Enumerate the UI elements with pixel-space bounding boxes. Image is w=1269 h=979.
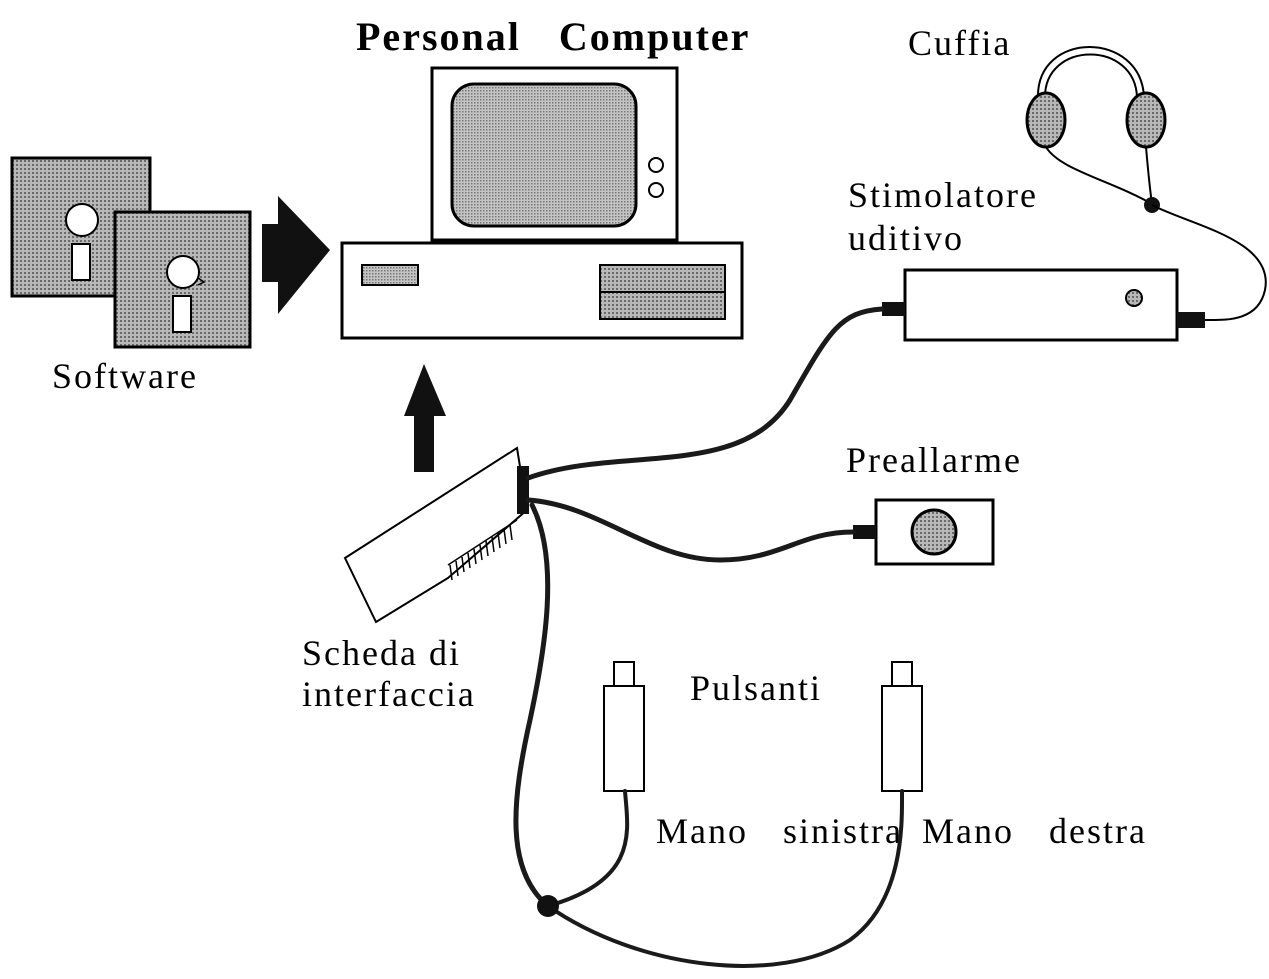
preallarme-label: Preallarme — [846, 440, 1022, 480]
interface-card-icon — [343, 446, 529, 624]
computer-case-icon — [340, 241, 744, 340]
title-label: Personal Computer — [356, 14, 750, 59]
mano-sinistra-label: Mano sinistra — [656, 811, 903, 851]
left-push-button-icon — [603, 661, 645, 792]
mano-destra-label: Mano destra — [922, 811, 1147, 851]
button-cable — [546, 789, 905, 968]
software-label: Software — [52, 356, 198, 396]
stimolatore-label-line1: Stimolatore — [848, 175, 1038, 215]
right-push-button-icon — [881, 661, 923, 792]
pulsanti-label: Pulsanti — [690, 668, 822, 708]
cable — [513, 306, 885, 909]
floppy-disk-icon-2 — [113, 210, 252, 349]
arrow-right-icon — [262, 196, 330, 314]
cable-junction-icon — [537, 895, 559, 917]
pre-alarm-icon — [853, 498, 995, 566]
stimolatore-label-line2: uditivo — [848, 218, 964, 258]
headphones-icon — [1025, 46, 1267, 322]
arrow-up-icon — [404, 364, 446, 472]
scheda-label-line1: Scheda di — [302, 633, 461, 673]
scheda-label-line2: interfaccia — [302, 674, 476, 714]
auditory-stimulator-icon — [882, 268, 1205, 342]
monitor-icon — [430, 66, 679, 242]
cuffia-label: Cuffia — [908, 23, 1011, 63]
